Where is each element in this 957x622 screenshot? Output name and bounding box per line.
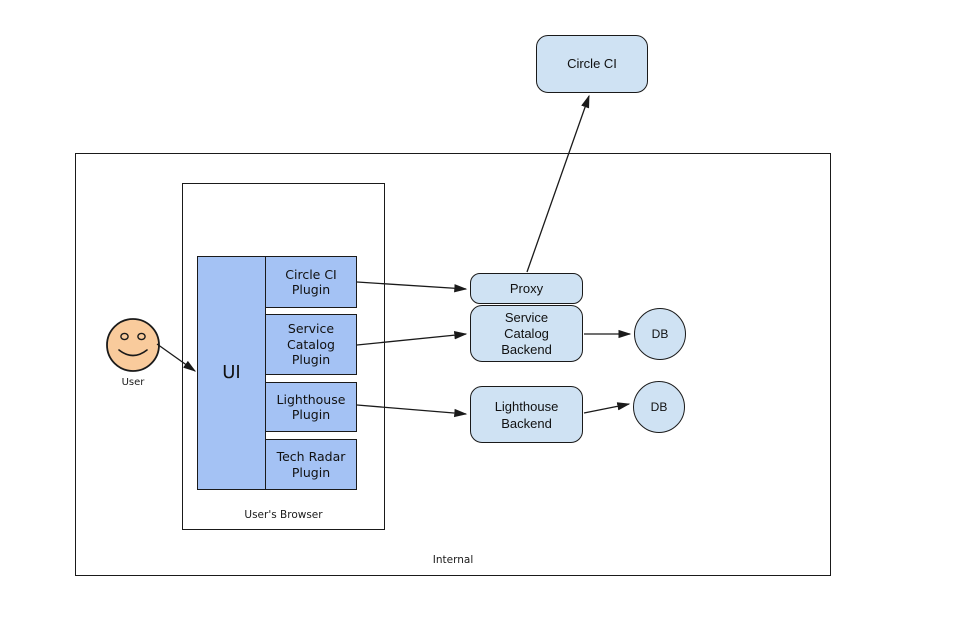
node-db-service-catalog: DB — [634, 308, 686, 360]
node-lighthouse-plugin: Lighthouse Plugin — [265, 382, 357, 432]
internal-zone-label: Internal — [432, 554, 474, 566]
node-service-catalog-backend: Service Catalog Backend — [470, 305, 583, 362]
node-service-catalog-plugin: Service Catalog Plugin — [265, 314, 357, 375]
node-tech-radar-plugin: Tech Radar Plugin — [265, 439, 357, 490]
user-icon — [106, 318, 160, 372]
internal-zone-box — [75, 153, 831, 576]
node-ui: UI — [197, 256, 266, 490]
node-circle-ci: Circle CI — [536, 35, 648, 93]
node-circle-ci-plugin: Circle CI Plugin — [265, 256, 357, 308]
users-browser-zone-label: User's Browser — [244, 509, 323, 521]
user-label: User — [121, 377, 145, 388]
node-db-lighthouse: DB — [633, 381, 685, 433]
node-lighthouse-backend: Lighthouse Backend — [470, 386, 583, 443]
node-proxy: Proxy — [470, 273, 583, 304]
